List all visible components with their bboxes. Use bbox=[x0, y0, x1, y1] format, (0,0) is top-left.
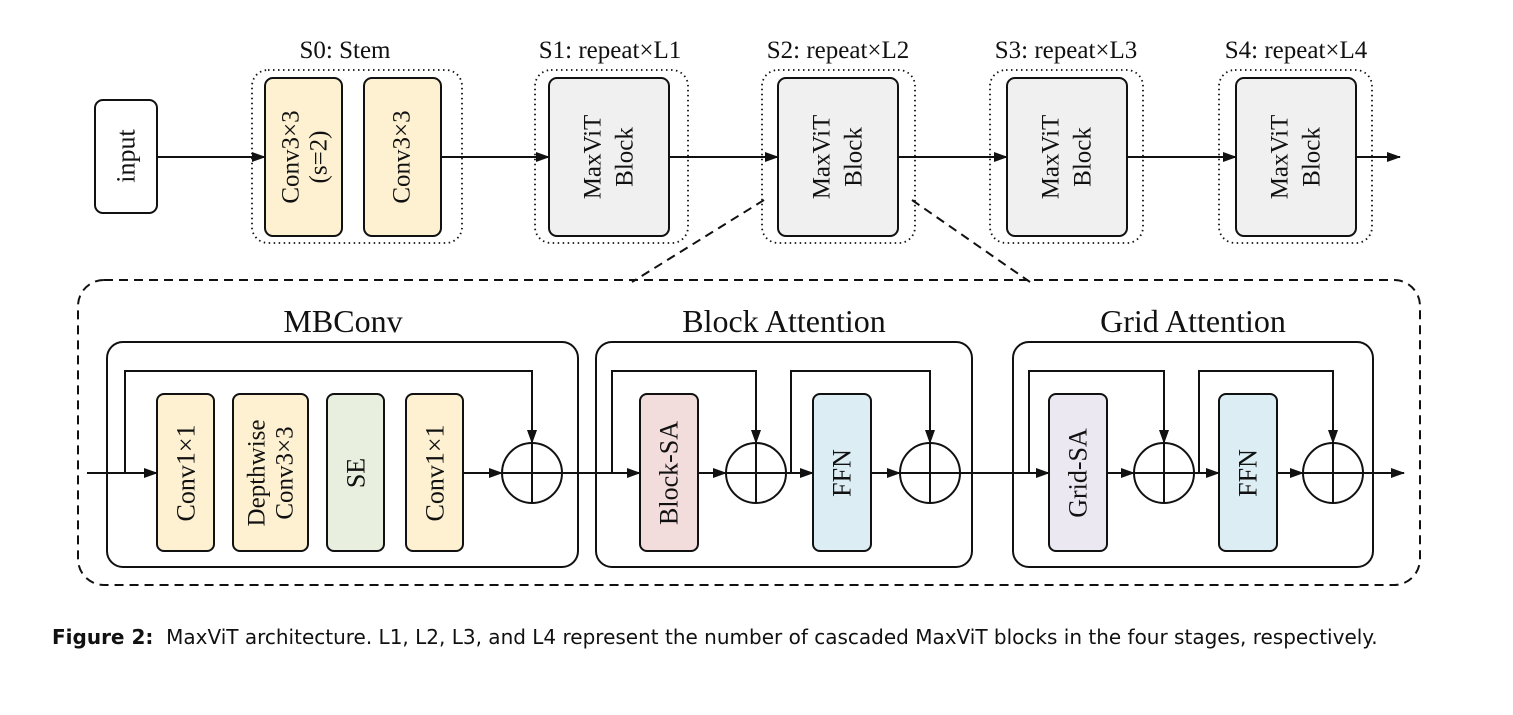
s1-block-label-line1: MaxViT bbox=[580, 115, 607, 200]
s4-block-label-line1: MaxViT bbox=[1267, 115, 1294, 200]
block-sa-label: Block-SA bbox=[655, 421, 684, 525]
s4-block-label-line2: Block bbox=[1299, 127, 1326, 187]
grid-ffn-label: FFN bbox=[1234, 449, 1263, 497]
s1-maxvit-block bbox=[548, 77, 670, 237]
s2-block-label-line2: Block bbox=[841, 127, 868, 187]
zoom-line-right bbox=[911, 199, 1031, 283]
grid-ffn-residual-path bbox=[1198, 370, 1338, 473]
stem-conv-s2-label: Conv3×3 bbox=[278, 110, 305, 203]
stage-s2-title: S2: repeat×L2 bbox=[767, 37, 910, 64]
stem-conv-s2-stride: (s=2) bbox=[306, 131, 333, 184]
mbconv-conv1x1-a-label: Conv1×1 bbox=[172, 424, 201, 521]
block-ffn-sum-node bbox=[899, 442, 961, 504]
block-ffn-label: FFN bbox=[828, 449, 857, 497]
stem-conv-label: Conv3×3 bbox=[389, 110, 416, 203]
grid-sa-residual-path bbox=[1028, 370, 1169, 473]
mbconv-depthwise-label-line2: Conv3×3 bbox=[272, 426, 299, 519]
grid-ffn-sum-node bbox=[1302, 442, 1364, 504]
s3-block-label-line1: MaxViT bbox=[1038, 115, 1065, 200]
block-sa-residual-path bbox=[611, 370, 761, 473]
grid-sa-sum-node bbox=[1133, 442, 1195, 504]
mbconv-depthwise-label-line1: Depthwise bbox=[244, 420, 271, 527]
block-ffn-residual-path bbox=[790, 370, 935, 473]
grid-attention-section bbox=[1012, 341, 1374, 568]
stage-s3-title: S3: repeat×L3 bbox=[995, 37, 1138, 64]
s4-maxvit-block bbox=[1235, 77, 1357, 237]
zoom-line-left bbox=[631, 199, 765, 283]
s2-block-label-line1: MaxViT bbox=[809, 115, 836, 200]
stage-s0-title: S0: Stem bbox=[300, 37, 392, 64]
figure-caption: Figure 2: MaxViT architecture. L1, L2, L… bbox=[52, 622, 1472, 652]
stage-s4-title: S4: repeat×L4 bbox=[1225, 37, 1368, 64]
mbconv-conv1x1-b-label: Conv1×1 bbox=[421, 424, 450, 521]
mbconv-section bbox=[106, 341, 579, 568]
mbconv-sum-node bbox=[501, 442, 563, 504]
grid-sa-label: Grid-SA bbox=[1064, 428, 1093, 518]
mbconv-title: MBConv bbox=[283, 303, 402, 339]
input-label: input bbox=[112, 129, 141, 183]
mbconv-depthwise-box bbox=[232, 393, 309, 552]
maxvit-architecture-diagram: input S0: Stem Conv3×3 (s=2) Conv3×3 S1:… bbox=[77, 37, 1421, 586]
mbconv-se-box bbox=[326, 393, 385, 552]
grid-attention-title: Grid Attention bbox=[1100, 303, 1286, 339]
s3-block-label-line2: Block bbox=[1070, 127, 1097, 187]
maxvit-block-detail-container bbox=[77, 279, 1421, 586]
stage-s1-title: S1: repeat×L1 bbox=[539, 37, 682, 64]
block-attention-section bbox=[595, 341, 973, 568]
mbconv-residual-path bbox=[124, 370, 537, 473]
caption-text: MaxViT architecture. L1, L2, L3, and L4 … bbox=[166, 625, 1378, 649]
caption-label: Figure 2: bbox=[52, 625, 154, 649]
block-attention-title: Block Attention bbox=[682, 303, 886, 339]
s1-block-label-line2: Block bbox=[612, 127, 639, 187]
s2-maxvit-block bbox=[777, 77, 899, 237]
block-sa-sum-node bbox=[725, 442, 787, 504]
s3-maxvit-block bbox=[1006, 77, 1128, 237]
mbconv-se-label: SE bbox=[342, 458, 371, 488]
